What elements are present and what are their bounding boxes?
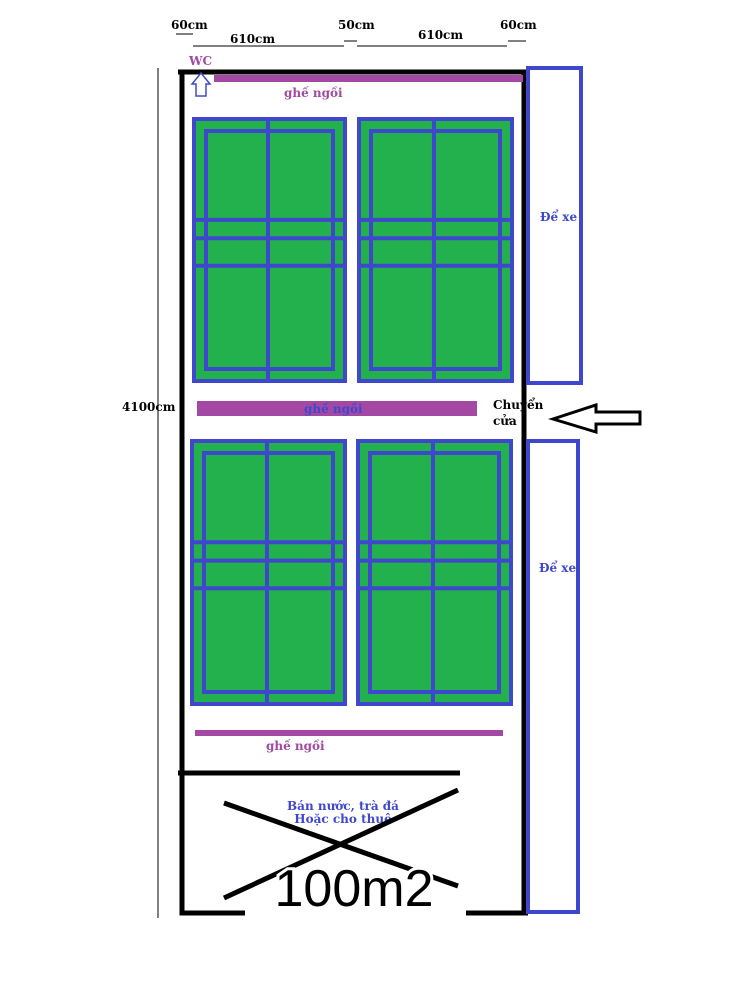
dim-court-width-2: 610cm xyxy=(418,28,463,42)
parking-bottom-label: Để xe xyxy=(539,560,576,575)
bench-bottom-label: ghế ngồi xyxy=(266,738,325,753)
badminton-court xyxy=(190,439,347,706)
bench-middle-label: ghế ngồi xyxy=(304,401,363,416)
move-door-label-line1: Chuyển xyxy=(493,397,544,412)
wc-up-arrow-icon xyxy=(190,71,212,97)
building-walls xyxy=(178,69,528,916)
dim-total-length: 4100cm xyxy=(122,400,176,414)
dim-left-margin: 60cm xyxy=(171,18,208,32)
parking-top xyxy=(526,66,583,385)
badminton-court xyxy=(356,439,513,706)
bench-top xyxy=(214,75,523,82)
bench-bottom xyxy=(195,730,503,736)
badminton-court xyxy=(192,117,347,383)
dim-gap: 50cm xyxy=(338,18,375,32)
move-door-label-line2: cửa xyxy=(493,413,517,428)
wc-label: WC xyxy=(188,54,212,68)
dimension-lines xyxy=(157,33,526,918)
bench-middle xyxy=(197,401,477,416)
shop-label-line1: Bán nước, trà đá xyxy=(287,799,399,813)
cross-out-mark xyxy=(222,787,460,901)
area-label: 100m2 xyxy=(275,860,434,918)
dim-court-width-1: 610cm xyxy=(230,32,275,46)
courts xyxy=(190,117,514,706)
parking-bottom xyxy=(526,439,580,914)
dim-right-margin: 60cm xyxy=(500,18,537,32)
left-arrow-icon xyxy=(547,402,642,435)
shop-label-line2: Hoặc cho thuê xyxy=(294,812,392,826)
bench-top-label: ghế ngồi xyxy=(284,85,343,100)
badminton-court xyxy=(357,117,514,383)
parking-top-label: Để xe xyxy=(540,209,577,224)
